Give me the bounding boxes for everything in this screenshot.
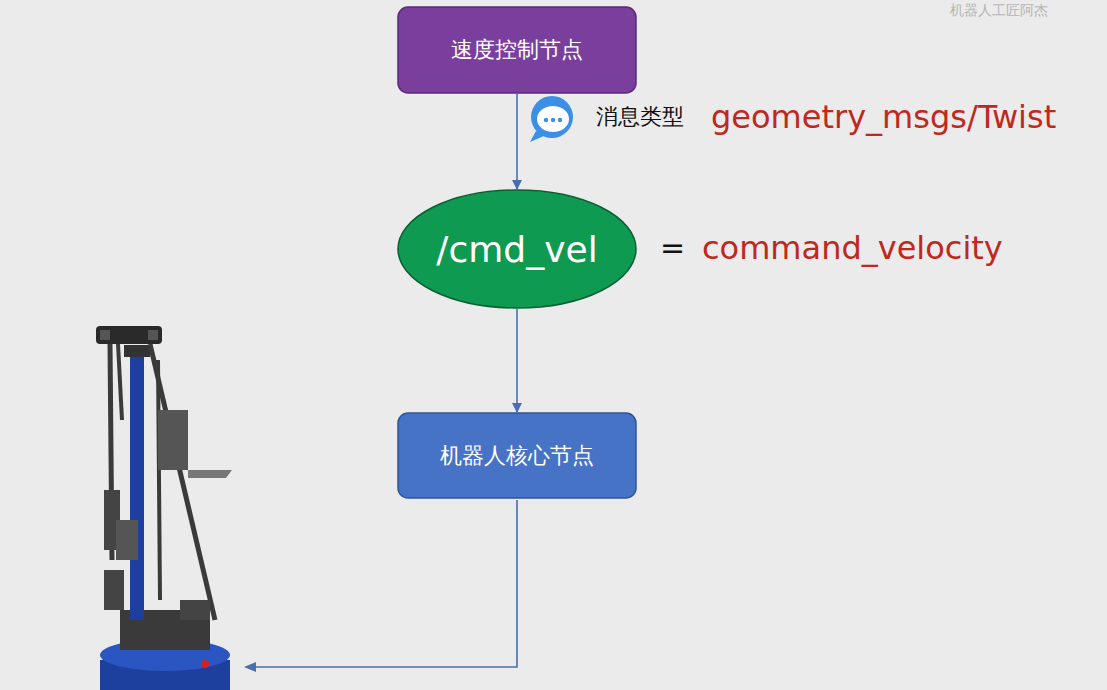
node-text: 速度控制节点 [451,35,583,65]
equals-sign: = [660,230,685,266]
node-text: /cmd_vel [436,229,597,270]
arrow-connector [516,309,518,412]
process-box: 速度控制节点 [397,6,637,94]
output-arrowhead [244,662,256,672]
output-line [252,500,517,667]
message-icon [530,96,573,142]
message-type-name: geometry_msgs/Twist [711,98,1056,136]
topic-full-name: command_velocity [702,229,1003,267]
robot-illustration [96,326,232,690]
arrow-connector [516,94,518,189]
watermark: 机器人工匠阿杰 [950,2,1048,19]
message-type-label: 消息类型 [596,104,684,130]
node-text: 机器人核心节点 [440,441,594,471]
process-box: 机器人核心节点 [397,412,637,499]
topic-ellipse: /cmd_vel [397,189,637,309]
